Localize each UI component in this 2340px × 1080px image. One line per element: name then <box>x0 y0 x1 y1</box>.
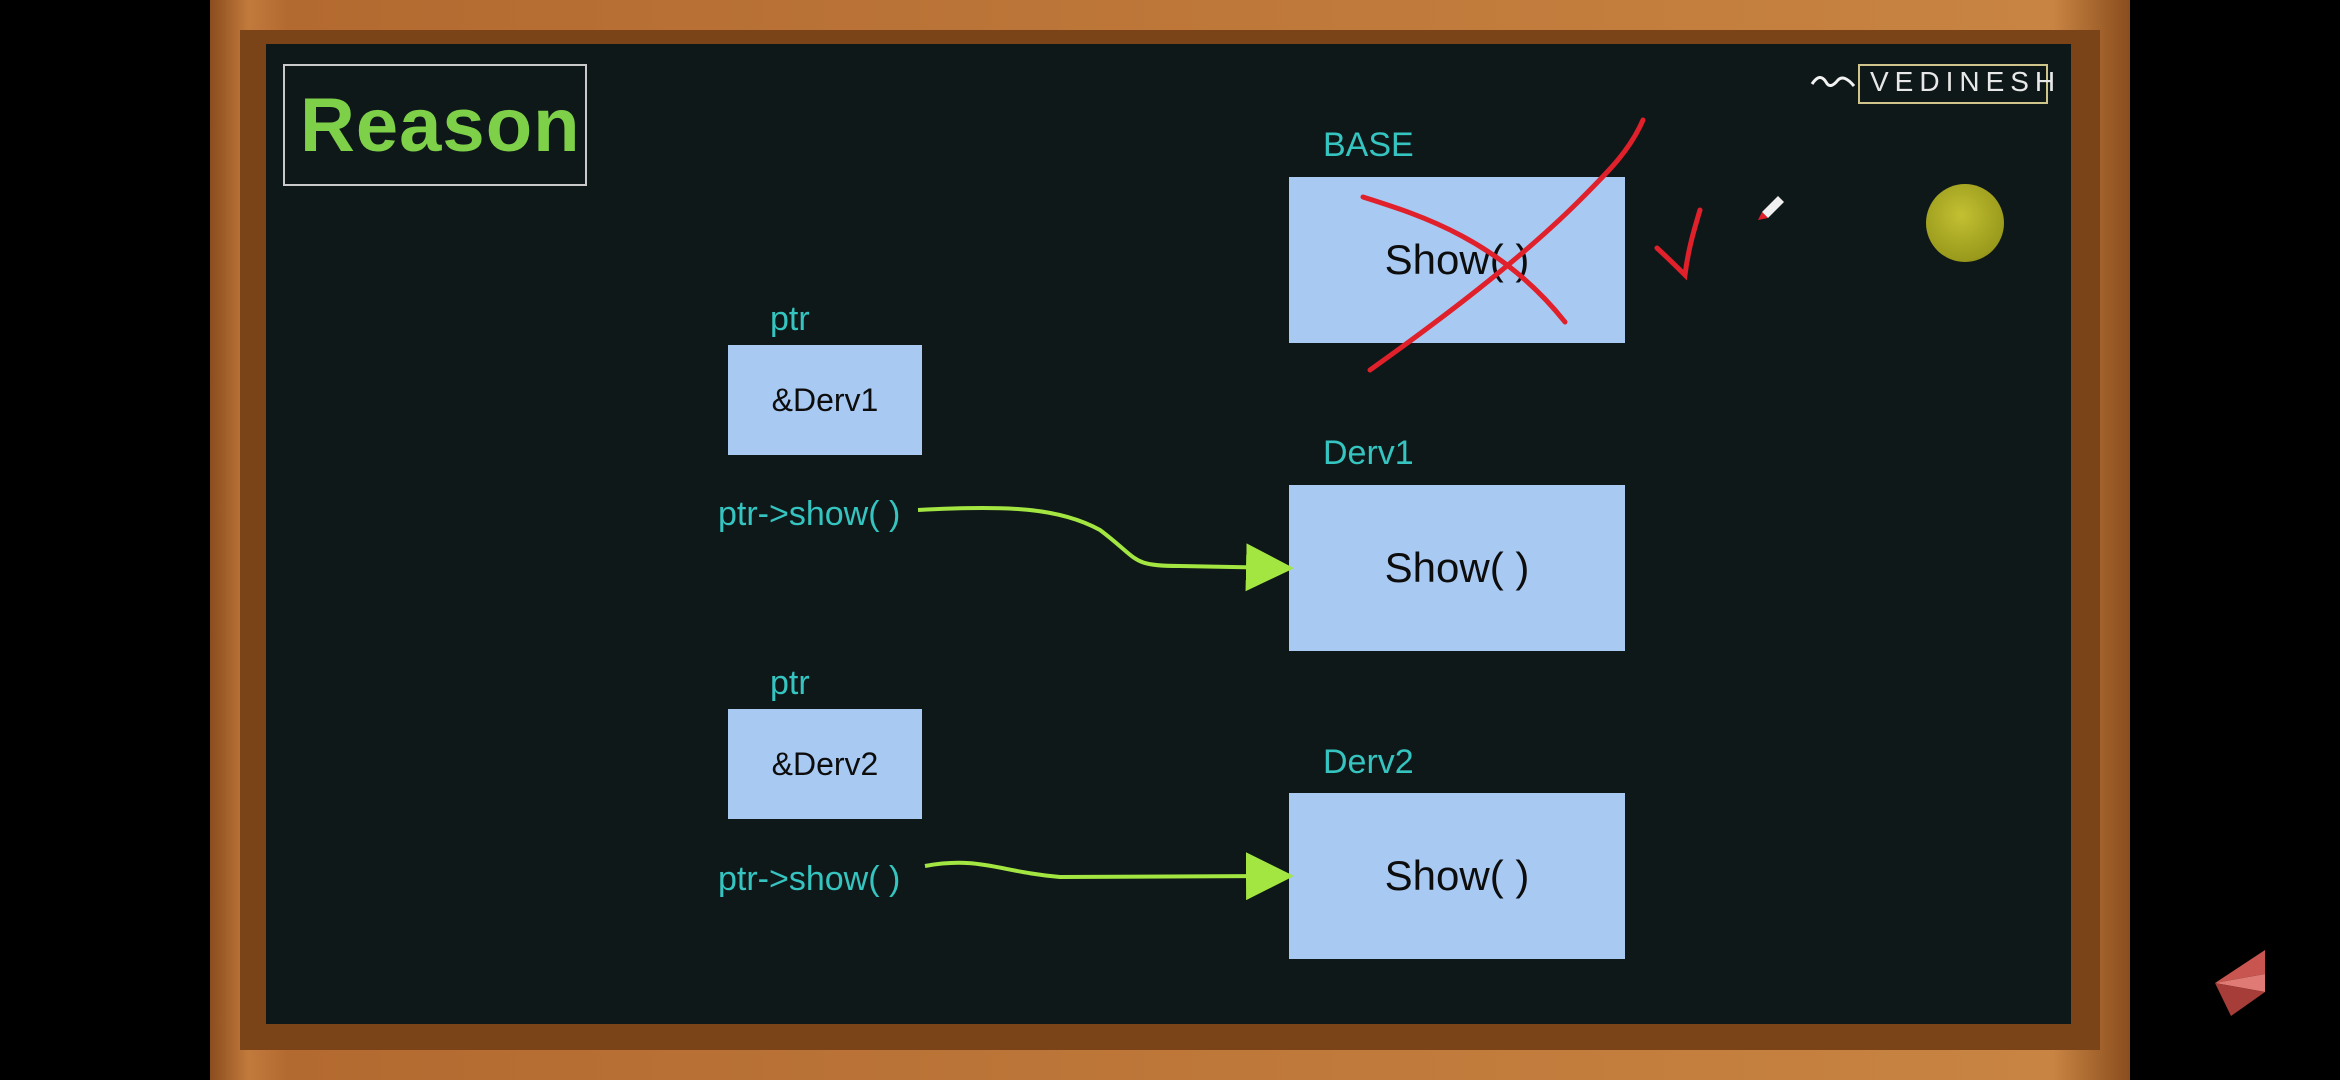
base-show-text: Show( ) <box>1384 236 1530 283</box>
derv2-label: Derv2 <box>1323 743 1414 781</box>
ptr1-call: ptr->show( ) <box>718 495 901 533</box>
derv1-label: Derv1 <box>1323 434 1414 472</box>
ptr2-call: ptr->show( ) <box>718 860 901 898</box>
ptr2-label: ptr <box>770 664 810 702</box>
logo-border <box>1858 64 2048 104</box>
derv2-show-box: Show( ) <box>1289 793 1625 959</box>
ptr1-box: &Derv1 <box>728 345 922 455</box>
ptr2-box: &Derv2 <box>728 709 922 819</box>
derv1-show-box: Show( ) <box>1289 485 1625 651</box>
arrow-ptr1-to-derv1 <box>917 505 1294 592</box>
ptr1-value: &Derv1 <box>771 381 879 418</box>
ptr1-label: ptr <box>770 300 810 338</box>
ptr2-value: &Derv2 <box>771 745 879 782</box>
logo-text: VEDINESH <box>1870 66 2062 97</box>
logo: VEDINESH <box>1808 62 2055 107</box>
pen-cursor-icon <box>1758 196 1784 220</box>
derv2-show-text: Show( ) <box>1384 852 1530 899</box>
title-box <box>283 64 587 186</box>
pointer-dot <box>1926 184 2004 262</box>
logo-signature-icon <box>1810 76 1856 87</box>
red-check-annotation <box>1654 207 1703 281</box>
base-show-box: Show( ) <box>1289 177 1625 343</box>
arrow-ptr2-to-derv2 <box>924 852 1294 901</box>
slide-title: Reason <box>300 83 581 168</box>
play-icon[interactable] <box>2215 950 2265 1016</box>
base-label: BASE <box>1323 126 1414 164</box>
derv1-show-text: Show( ) <box>1384 544 1530 591</box>
red-cross-annotation <box>1360 117 1646 373</box>
